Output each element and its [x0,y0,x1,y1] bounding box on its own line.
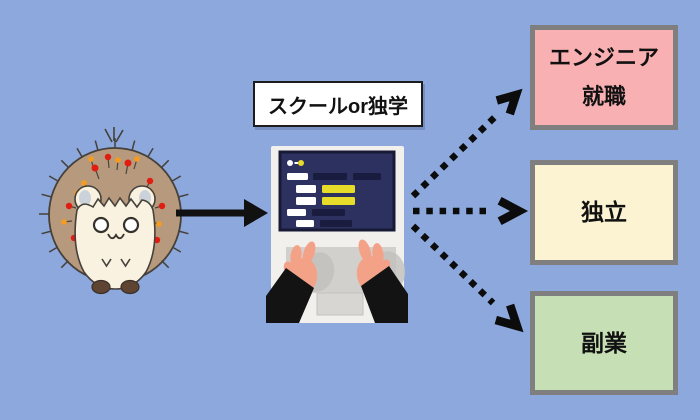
hedgehog-paw-marks [101,258,131,268]
laptop-typing-icon [266,146,408,323]
source-label-box: スクールor独学 [253,81,423,127]
right-sleeve [361,266,408,323]
hedgehog-icon [39,127,191,295]
dotted-arrow-right-icon [413,196,529,226]
dotted-arrow-down-right-icon [410,223,524,333]
source-label-text: スクールor独学 [268,95,408,118]
laptop-screen-code [287,160,381,227]
hedgehog-foot-left [91,279,111,295]
outcome-box-engineer-employment: エンジニア 就職 [530,25,678,130]
hedgehog-foot-right [120,279,140,295]
outcome-label: エンジニア [548,45,659,70]
outcome-label: 就職 [581,84,626,109]
outcome-label: 副業 [581,329,627,356]
left-sleeve [266,268,314,323]
dotted-arrow-up-right-icon [410,88,523,199]
hedgehog-mouth [107,233,125,240]
outcome-box-side-business: 副業 [530,291,678,395]
hedgehog-antennae [104,127,124,143]
hedgehog-face [74,196,156,290]
outcome-box-independence: 独立 [530,160,678,265]
hedgehog-eye-left [92,216,110,234]
laptop-touchpad [316,292,364,316]
outcome-label: 独立 [581,199,627,225]
hedgehog-ear-left-inner [79,190,91,206]
hedgehog-eye-right [122,216,140,234]
dotted-arrows [410,88,529,333]
right-arrow-icon [176,199,268,227]
